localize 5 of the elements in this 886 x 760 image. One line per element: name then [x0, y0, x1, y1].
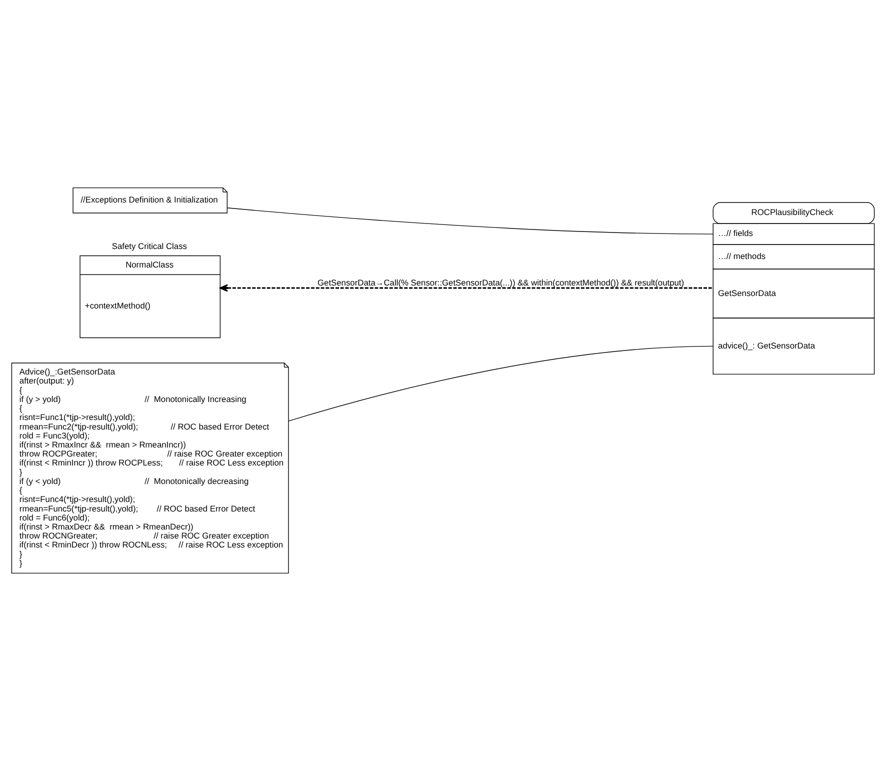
connector: [288, 345, 714, 421]
arrow: [220, 284, 714, 292]
edge-label: GetSensorData→Call(% Sensor::GetSensorData(...)) && within(contextMethod()) && result(output): [318, 277, 684, 288]
node-label: Safety Critical Class: [112, 240, 187, 251]
connector: [227, 207, 714, 234]
